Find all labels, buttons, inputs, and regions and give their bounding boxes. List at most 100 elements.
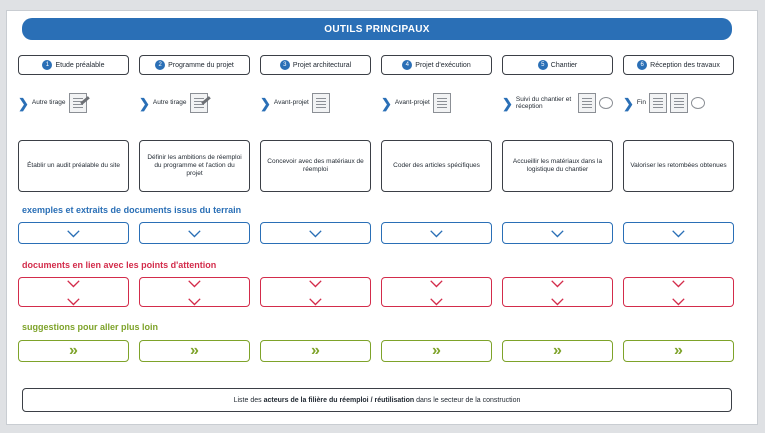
step-number-badge: 2 [155,60,166,70]
cd-icon [599,97,613,109]
tool-label: Chantier [550,61,578,69]
category-prefix: suggestions [22,322,76,332]
chevron-down-icon: ⌵ [551,224,564,241]
double-chevron-down-icon: ⌵⌵ [672,274,685,309]
description-box: Coder des articles spécifiques [381,140,492,192]
description-box: Concevoir avec des matériaux de réemploi [260,140,371,192]
description-box: Valoriser les retombées obtenues [623,140,734,192]
banner-title: OUTILS PRINCIPAUX [324,23,430,35]
field-documents-link[interactable]: ⌵ [381,222,492,244]
chevron-right-icon: ❯ [623,95,634,111]
category-label-blue: exemples et extraits de documents issus … [22,205,241,215]
attention-points-link[interactable]: ⌵⌵ [260,274,371,309]
further-reading-link[interactable]: » [502,340,613,362]
double-chevron-right-icon: » [674,342,683,359]
step-3: ❯ Avant-projet [260,90,371,116]
field-documents-link[interactable]: ⌵ [139,222,250,244]
blue-links-row: ⌵ ⌵ ⌵ ⌵ ⌵ ⌵ [18,222,734,244]
category-label-green: suggestions pour aller plus loin [22,322,158,332]
step-number-badge: 4 [402,60,413,70]
field-documents-link[interactable]: ⌵ [502,222,613,244]
double-chevron-down-icon: ⌵⌵ [67,274,80,309]
chevron-down-icon: ⌵ [672,224,685,241]
category-prefix: exemples et extraits de [22,205,122,215]
green-links-row: » » » » » » [18,340,734,362]
attention-points-link[interactable]: ⌵⌵ [18,274,129,309]
tool-label: Projet d'exécution [415,61,471,69]
step-label: Autre tirage [31,99,66,107]
step-number-badge: 5 [537,60,548,70]
field-documents-link[interactable]: ⌵ [260,222,371,244]
document-icon [648,93,667,113]
description-box: Accueillir les matériaux dans la logisti… [502,140,613,192]
descriptions-row: Établir un audit préalable du site Défin… [18,140,734,192]
tool-label: Etude préalable [55,61,105,69]
chevron-right-icon: ❯ [139,95,150,111]
field-documents-link[interactable]: ⌵ [18,222,129,244]
field-documents-link[interactable]: ⌵ [623,222,734,244]
step-label: Avant-projet [394,99,430,107]
page [6,10,758,425]
further-reading-link[interactable]: » [139,340,250,362]
step-label: Fin [636,99,646,107]
chevron-down-icon: ⌵ [67,224,80,241]
attention-points-link[interactable]: ⌵⌵ [139,274,250,309]
category-bold: les points d'attention [126,260,217,270]
document-stack-icon [432,93,451,113]
description-box: Définir les ambitions de réemploi du pro… [139,140,250,192]
step-number-badge: 3 [279,60,290,70]
actors-list-link[interactable]: Liste des acteurs de la filière du réemp… [22,388,732,412]
footer-prefix: Liste des [233,396,262,404]
category-label-red: documents en lien avec les points d'atte… [22,260,216,270]
category-bold: documents issus du terrain [123,205,242,215]
document-icon [669,93,688,113]
attention-points-link[interactable]: ⌵⌵ [502,274,613,309]
document-icon [68,93,87,113]
category-bold: pour aller plus loin [77,322,159,332]
double-chevron-right-icon: » [553,342,562,359]
step-4: ❯ Avant-projet [381,90,492,116]
step-label: Suivi du chantier et réception [515,95,572,110]
document-icon [189,93,208,113]
chevron-right-icon: ❯ [502,95,513,111]
further-reading-link[interactable]: » [623,340,734,362]
footer-suffix: dans le secteur de la construction [416,396,521,404]
tool-label: Projet architectural [292,61,352,69]
attention-points-link[interactable]: ⌵⌵ [381,274,492,309]
chevron-right-icon: ❯ [381,95,392,111]
step-number-badge: 1 [42,60,53,70]
chevron-right-icon: ❯ [18,95,29,111]
attention-points-link[interactable]: ⌵⌵ [623,274,734,309]
tool-label: Réception des travaux [650,61,720,69]
chevron-down-icon: ⌵ [188,224,201,241]
step-label: Avant-projet [273,99,309,107]
double-chevron-down-icon: ⌵⌵ [188,274,201,309]
double-chevron-right-icon: » [311,342,320,359]
double-chevron-right-icon: » [69,342,78,359]
further-reading-link[interactable]: » [381,340,492,362]
main-tools-banner: OUTILS PRINCIPAUX [22,18,732,40]
double-chevron-right-icon: » [190,342,199,359]
double-chevron-right-icon: » [432,342,441,359]
step-6: ❯ Fin [623,90,734,116]
further-reading-link[interactable]: » [260,340,371,362]
footer-bold: acteurs de la filière du réemploi / réut… [263,396,415,404]
chevron-down-icon: ⌵ [309,224,322,241]
further-reading-link[interactable]: » [18,340,129,362]
cd-icon [690,97,705,109]
double-chevron-down-icon: ⌵⌵ [551,274,564,309]
double-chevron-down-icon: ⌵⌵ [430,274,443,309]
step-5: ❯ Suivi du chantier et réception [502,90,613,116]
step-2: ❯ Autre tirage [139,90,250,116]
category-prefix: documents en lien avec [22,260,124,270]
red-links-row: ⌵⌵ ⌵⌵ ⌵⌵ ⌵⌵ ⌵⌵ ⌵⌵ [18,274,734,309]
chevron-down-icon: ⌵ [430,224,443,241]
description-box: Établir un audit préalable du site [18,140,129,192]
step-1: ❯ Autre tirage [18,90,129,116]
